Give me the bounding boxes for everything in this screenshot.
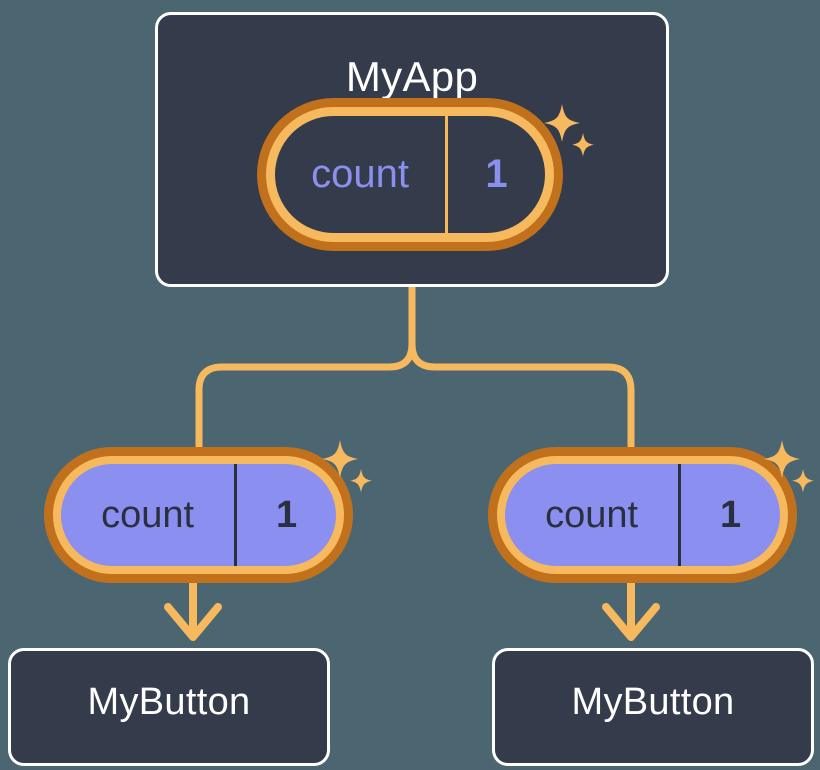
sparkle-four-point-large-icon xyxy=(322,440,358,478)
node-label-mybutton-right: MyButton xyxy=(571,681,735,723)
state-pill-child-left[interactable]: count 1 xyxy=(53,456,344,574)
state-pill-root[interactable]: count 1 xyxy=(266,107,554,242)
state-pill-child-left-key: count xyxy=(101,493,195,536)
state-pill-child-right-key: count xyxy=(545,493,639,536)
node-card-mybutton-left[interactable]: MyButton xyxy=(8,648,330,766)
node-card-mybutton-right[interactable]: MyButton xyxy=(492,648,814,766)
state-pill-child-left-value: 1 xyxy=(276,493,298,536)
arrow-down-icon-right xyxy=(602,578,660,641)
connector-root-to-children xyxy=(195,283,416,459)
connector-root-to-child-right xyxy=(408,283,635,459)
node-label-mybutton-left: MyButton xyxy=(87,681,251,723)
state-pill-root-divider xyxy=(445,116,449,233)
state-pill-child-right[interactable]: count 1 xyxy=(497,456,788,574)
sparkle-four-point-small-icon xyxy=(350,469,372,493)
state-pill-child-left-divider xyxy=(234,464,238,566)
sparkle-four-point-small-icon xyxy=(792,469,814,493)
state-pill-root-key: count xyxy=(311,152,409,196)
state-pill-child-right-value: 1 xyxy=(720,493,742,536)
node-label-myapp: MyApp xyxy=(345,53,479,100)
arrow-down-icon-left xyxy=(164,578,222,641)
state-pill-root-value: 1 xyxy=(485,152,508,196)
state-pill-child-right-divider xyxy=(678,464,682,566)
